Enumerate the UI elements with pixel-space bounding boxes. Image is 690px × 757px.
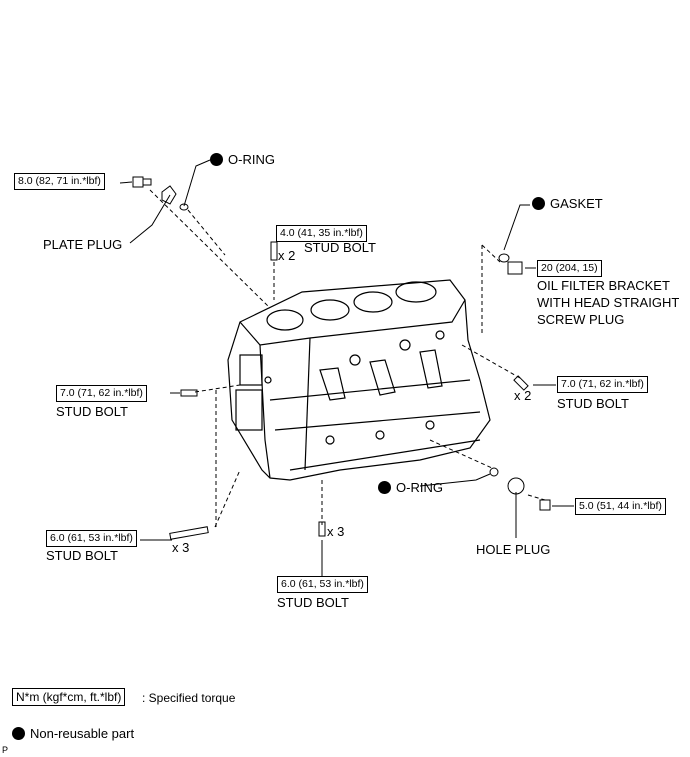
stud-bolt-bottom-part [318, 521, 326, 537]
hole-plug-label: HOLE PLUG [476, 542, 551, 557]
plate-plug-part [132, 176, 177, 205]
oring-top-text: O-RING [228, 152, 275, 167]
stud-bolt-top-label: STUD BOLT [304, 240, 376, 255]
legend-non-reusable: Non-reusable part [12, 726, 134, 741]
non-reusable-dot-icon [532, 197, 545, 210]
oring-bottom-text: O-RING [396, 480, 443, 495]
oil-filter-label-line3: SCREW PLUG [537, 312, 625, 327]
gasket-label: GASKET [532, 196, 603, 211]
oring-bottom-part [489, 467, 499, 477]
stud-bolt-left-label: STUD BOLT [56, 404, 128, 419]
legend-non-reusable-text: Non-reusable part [30, 726, 135, 741]
stud-bolt-left-part [180, 389, 198, 397]
stud-bottom-torque-box: 6.0 (61, 53 in.*lbf) [277, 576, 368, 593]
oring-top-label: O-RING [210, 152, 275, 167]
oil-filter-torque-box: 20 (204, 15) [537, 260, 602, 277]
stud-bolt-right-label: STUD BOLT [557, 396, 629, 411]
stud-right-torque-box: 7.0 (71, 62 in.*lbf) [557, 376, 648, 393]
leader-lines [119, 159, 574, 576]
x3-left-label: x 3 [172, 540, 190, 555]
dashed-guide-lines [149, 189, 546, 530]
non-reusable-dot-icon [12, 727, 25, 740]
stud-bolt-lower-left-part [169, 526, 209, 540]
cylinder-block [227, 279, 491, 481]
stud-left-torque-box: 7.0 (71, 62 in.*lbf) [56, 385, 147, 402]
stud-bolt-top-part [270, 241, 278, 261]
oring-top-part [179, 203, 189, 211]
oil-filter-label-line2: WITH HEAD STRAIGHT [537, 295, 680, 310]
x2-top-label: x 2 [278, 248, 296, 263]
legend-torque-box: N*m (kgf*cm, ft.*lbf) [12, 688, 126, 706]
gasket-and-plug-part [498, 253, 523, 275]
x3-bottom-label: x 3 [327, 524, 345, 539]
oil-filter-label-line1: OIL FILTER BRACKET [537, 278, 670, 293]
stud-top-torque-box: 4.0 (41, 35 in.*lbf) [276, 225, 367, 242]
plate-plug-label: PLATE PLUG [43, 237, 123, 252]
stud-bolt-right-part [513, 375, 529, 391]
gasket-text: GASKET [550, 196, 603, 211]
hole-plug-part [507, 477, 551, 511]
legend-torque-desc: : Specified torque [142, 691, 236, 705]
stud-bolt-lower-left-label: STUD BOLT [46, 548, 118, 563]
non-reusable-dot-icon [378, 481, 391, 494]
x2-right-label: x 2 [514, 388, 532, 403]
corner-mark: P [2, 745, 9, 755]
plate-plug-torque-box: 8.0 (82, 71 in.*lbf) [14, 173, 105, 190]
hole-plug-torque-box: 5.0 (51, 44 in.*lbf) [575, 498, 666, 515]
stud-bolt-bottom-label: STUD BOLT [277, 595, 349, 610]
oring-bottom-label: O-RING [378, 480, 443, 495]
stud-lower-left-torque-box: 6.0 (61, 53 in.*lbf) [46, 530, 137, 547]
non-reusable-dot-icon [210, 153, 223, 166]
